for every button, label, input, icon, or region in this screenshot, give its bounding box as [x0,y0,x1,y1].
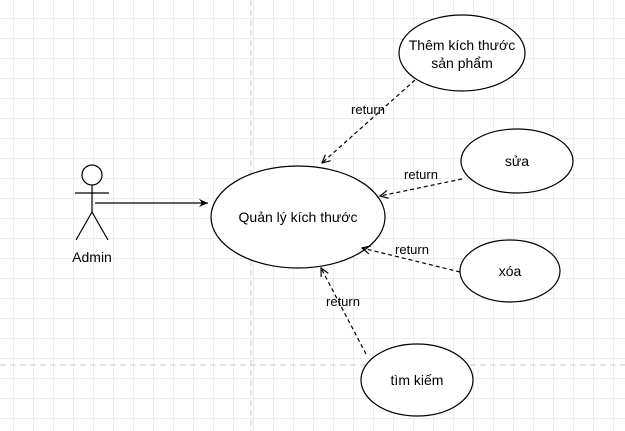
relation-add[interactable]: return [322,79,416,163]
relation-delete-label: return [395,242,429,257]
relation-add-label: return [351,102,385,117]
relation-add-line [322,79,416,163]
actor-label: Admin [72,249,112,265]
usecase-main-label: Quản lý kích thước [239,209,358,225]
relation-delete[interactable]: return [362,242,461,273]
relation-search-line [321,268,367,355]
actor-right-leg [91,211,109,241]
usecase-add-label-line2: sản phẩm [431,55,492,71]
relation-edit[interactable]: return [380,167,463,196]
usecase-add-shape [398,14,526,92]
actor-left-leg [75,211,93,241]
usecase-main-shape [210,165,386,269]
relation-edit-label: return [404,167,438,182]
usecase-edit-label: sửa [505,153,529,169]
usecase-edit-shape [460,128,574,194]
usecase-main[interactable]: Quản lý kích thước [210,165,386,269]
actor-admin[interactable]: Admin [72,164,112,265]
relation-delete-line [362,248,461,273]
usecase-search-shape [360,343,474,417]
usecase-add[interactable]: Thêm kích thước sản phẩm [398,14,526,92]
usecase-edit[interactable]: sửa [460,128,574,194]
usecase-search-label: tìm kiếm [391,372,444,388]
relation-search-label: return [326,294,360,309]
relation-search[interactable]: return [321,268,367,355]
usecase-delete[interactable]: xóa [459,239,561,303]
usecase-delete-shape [459,239,561,303]
usecase-add-label-line1: Thêm kích thước [409,37,515,53]
usecase-search[interactable]: tìm kiếm [360,343,474,417]
usecase-delete-label: xóa [499,263,522,279]
actor-head [81,164,103,186]
